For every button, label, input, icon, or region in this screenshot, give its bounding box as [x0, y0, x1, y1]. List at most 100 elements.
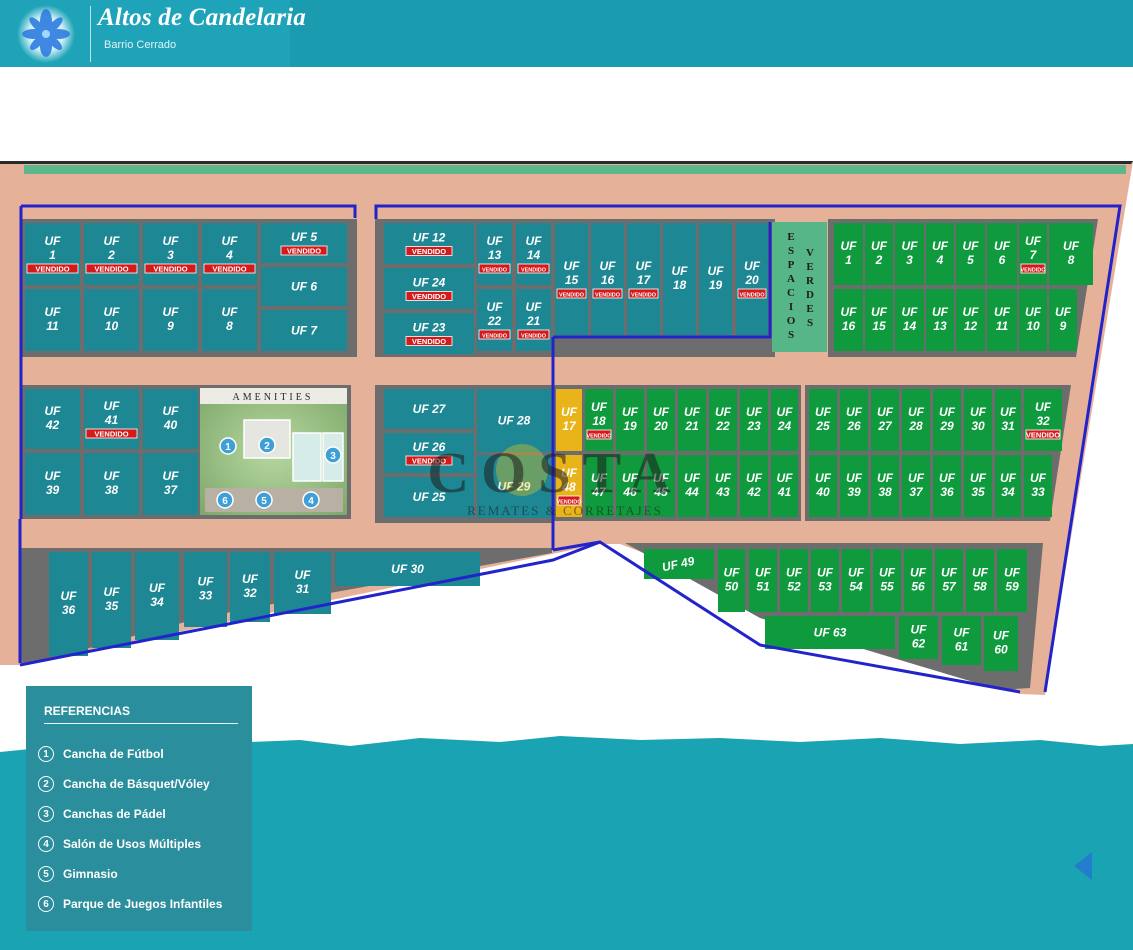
lot-uf-8[interactable]: UF8 [202, 289, 257, 351]
lot-uf-28[interactable]: UF 28 [477, 389, 551, 452]
lot-uf-5[interactable]: UF5 [956, 223, 985, 285]
lot-uf-25[interactable]: UF 25 [384, 477, 474, 517]
lot-uf-29[interactable]: UF 29 [477, 455, 551, 518]
lot-uf-27[interactable]: UF 27 [384, 389, 474, 429]
lot-uf-6[interactable]: UF 6 [261, 267, 347, 306]
lot-uf-9[interactable]: UF9 [143, 289, 198, 351]
lot-uf-3[interactable]: UF3 [895, 223, 924, 285]
lot-uf-30[interactable]: UF 30 [335, 552, 480, 586]
lot-uf-1[interactable]: UF1 [834, 223, 863, 285]
lot-uf-2[interactable]: UF2 [865, 223, 893, 285]
previous-arrow-icon[interactable] [1074, 852, 1092, 880]
lot-uf-63[interactable]: UF 63 [765, 616, 895, 649]
lot-uf-8[interactable]: UF8 [1049, 223, 1093, 285]
lot-uf-4[interactable]: UF4 [926, 223, 954, 285]
lot-uf-49[interactable]: UF 49 [644, 549, 714, 579]
amenities-area[interactable]: AMENITIES 1 2 3 6 5 4 [200, 388, 347, 515]
brand-logo-area[interactable]: Altos de Candelaria Barrio Cerrado [0, 0, 306, 67]
lot-uf-9[interactable]: UF9 [1049, 289, 1077, 351]
lot-uf-6[interactable]: UF6 [987, 223, 1017, 285]
